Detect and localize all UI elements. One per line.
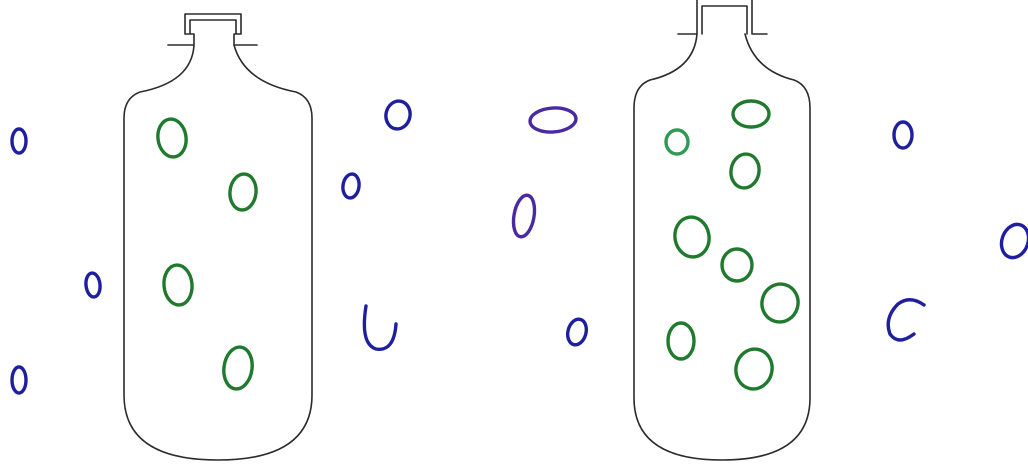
particle-outside [364,306,396,349]
particle-outside [511,194,538,239]
particle-inside [162,264,193,306]
particle-outside [997,221,1028,262]
particle-outside [888,300,924,340]
particle-inside [668,323,694,359]
left-bottle [124,14,312,460]
particle-inside [758,280,803,326]
particle-inside [228,173,258,212]
particle-outside [12,129,26,153]
particle-inside [733,101,769,127]
particle-inside [722,249,752,281]
particle-outside [529,106,577,133]
left-bottle-outline [124,14,312,460]
particle-outside [85,272,101,297]
particle-outside [341,173,360,199]
particle-outside [383,99,412,131]
particle-outside [12,367,26,393]
particle-inside [155,117,188,159]
right-bottle-outline [634,0,810,460]
right-bottle [634,0,810,460]
particle-inside [672,214,712,259]
particles [12,99,1028,393]
particle-inside [732,346,776,393]
particle-outside [565,317,589,347]
particle-inside [221,345,255,390]
particle-inside [666,130,688,154]
particle-outside [894,122,912,148]
particle-inside [728,152,761,190]
